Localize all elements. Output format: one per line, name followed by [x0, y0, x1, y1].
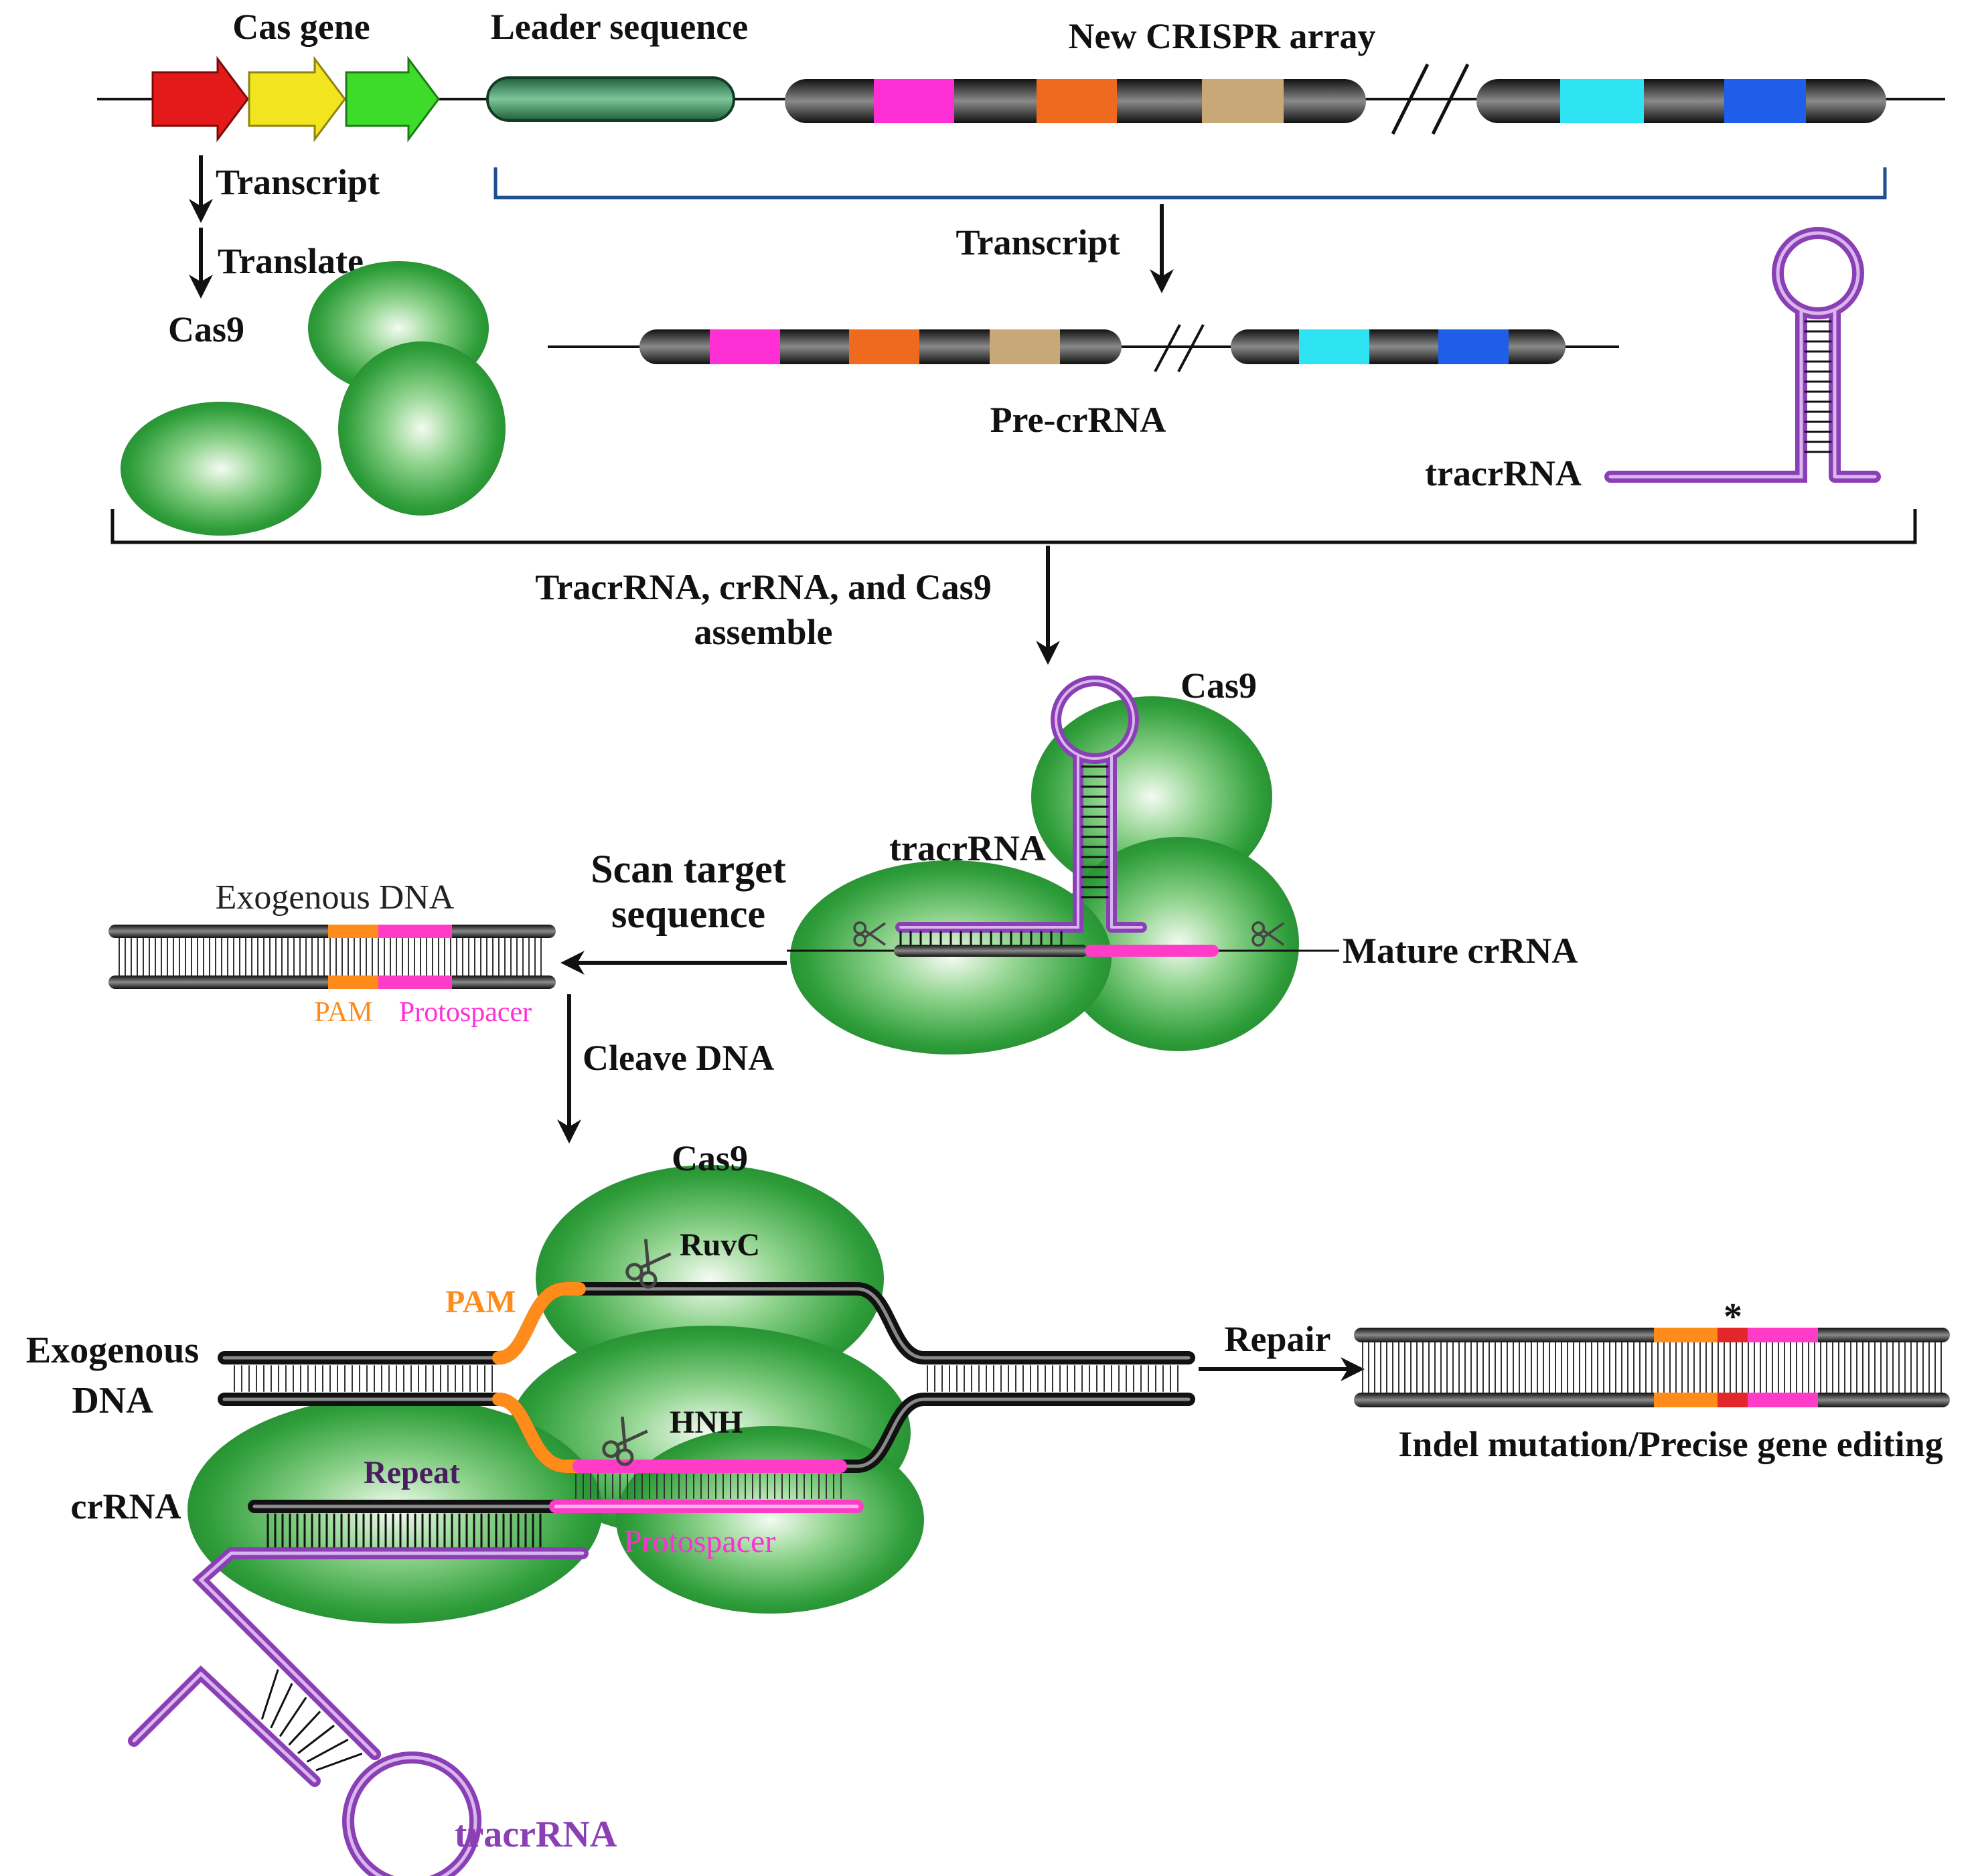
pre-crrna [548, 324, 1619, 372]
label-exogenous-line1: Exogenous [26, 1330, 199, 1371]
label-scan-line1: Scan target [591, 847, 786, 891]
crispr-array-1 [785, 79, 1366, 123]
label-scan-line2: sequence [611, 892, 765, 936]
cas9-protein-top [121, 261, 506, 536]
label-cas9-mid: Cas9 [1181, 666, 1257, 706]
label-cleave-dna: Cleave DNA [583, 1038, 774, 1078]
base-pair-rung [288, 1711, 321, 1745]
tracrrna-bottom [128, 1513, 589, 1876]
transcript-bracket [493, 167, 1887, 200]
base-pair-rung [261, 1669, 279, 1720]
tracrrna-mid [895, 676, 1147, 945]
label-cas9-bottom: Cas9 [672, 1138, 748, 1178]
label-protospacer-small: Protospacer [399, 997, 532, 1028]
label-tracrrna-mid: tracrRNA [889, 828, 1046, 868]
base-pair-rung [279, 1697, 307, 1737]
label-exogenous-line2: DNA [72, 1380, 153, 1421]
label-translate: Translate [218, 241, 364, 281]
label-hnh: HNH [670, 1405, 743, 1440]
cas-gene-arrow-red [151, 56, 249, 143]
label-repair: Repair [1225, 1319, 1331, 1359]
tracrrna-top [1604, 227, 1881, 483]
leader-sequence-bar [486, 76, 735, 122]
mature-crrna-mid [787, 945, 1329, 957]
base-pair-rung [315, 1753, 363, 1772]
label-transcript-left: Transcript [216, 162, 380, 202]
repaired-dna [1354, 1328, 1950, 1407]
crispr-array-2 [1476, 79, 1886, 123]
label-assemble-line2: assemble [694, 612, 833, 652]
label-exogenous-dna-top: Exogenous DNA [216, 878, 455, 917]
label-new-crispr-array: New CRISPR array [1069, 16, 1376, 56]
label-assemble-line1: TracrRNA, crRNA, and Cas9 [535, 567, 991, 607]
label-ruvc: RuvC [680, 1227, 760, 1263]
base-pair-rung [297, 1725, 335, 1754]
cas-gene-arrow-green [345, 56, 440, 143]
label-asterisk: * [1724, 1296, 1742, 1338]
label-repeat: Repeat [364, 1455, 460, 1490]
label-cas-gene: Cas gene [232, 7, 370, 47]
label-tracrrna-top: tracrRNA [1425, 453, 1582, 493]
base-pair-rung [307, 1739, 349, 1763]
cas9-protein-mid [790, 696, 1299, 1054]
label-protospacer-bottom: Protospacer [624, 1524, 776, 1559]
genomic-locus [97, 56, 1945, 200]
label-pam-small: PAM [314, 997, 372, 1028]
label-transcript-center: Transcript [956, 222, 1120, 262]
break-marks [1391, 63, 1470, 135]
label-mature-crrna: Mature crRNA [1343, 931, 1578, 971]
label-tracrrna-bottom: tracrRNA [455, 1814, 617, 1855]
base-pair-rung [270, 1683, 293, 1729]
label-pre-crrna: Pre-crRNA [990, 400, 1166, 440]
label-cas9-top: Cas9 [168, 309, 244, 349]
assembly-bracket [110, 509, 1917, 544]
label-leader-sequence: Leader sequence [491, 7, 748, 47]
exogenous-dna-mid [108, 925, 556, 989]
label-result: Indel mutation/Precise gene editing [1398, 1424, 1943, 1464]
label-pam-bottom: PAM [445, 1284, 516, 1320]
label-crrna: crRNA [71, 1486, 181, 1527]
cas-gene-arrow-yellow [248, 56, 346, 143]
exogenous-dna-bottom [218, 1282, 1195, 1499]
